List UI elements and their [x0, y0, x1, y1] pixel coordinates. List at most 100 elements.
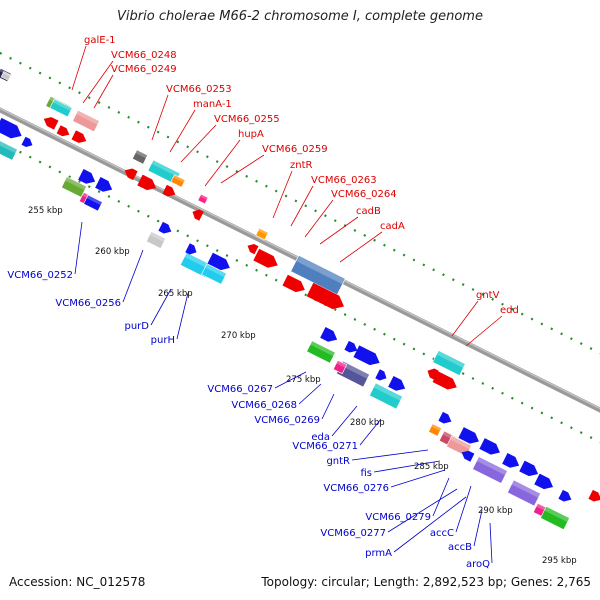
gene-label-fis: fis: [360, 468, 372, 479]
gene-arrow: [588, 489, 600, 502]
gene-label-VCM66_0263: VCM66_0263: [311, 175, 377, 186]
gene-label-accC: accC: [430, 528, 454, 539]
gene-labels: galE-1VCM66_0248VCM66_0249VCM66_0253manA…: [7, 35, 518, 570]
gene-arrow: [320, 327, 338, 342]
gene-box-VCM66_0267: [306, 340, 336, 364]
gene-label-VCM66_0255: VCM66_0255: [214, 114, 280, 125]
gene-arrow: [253, 248, 278, 268]
gene-label-manA-1: manA-1: [193, 99, 232, 110]
gene-label-gntR: gntR: [326, 456, 350, 467]
gene-label-zntR: zntR: [290, 160, 313, 171]
gene-arrow: [124, 168, 138, 181]
gene-label-eda: eda: [311, 432, 330, 443]
tick-label: 270 kbp: [221, 331, 256, 341]
gene-box-cadB: [290, 254, 346, 296]
accession-text: Accession: NC_012578: [9, 575, 146, 589]
leader-line: [473, 509, 483, 547]
gene-arrow: [95, 177, 113, 192]
leader-line: [432, 477, 450, 517]
leader-line: [319, 216, 359, 245]
gene-arrow: [185, 243, 197, 255]
leader-line: [387, 488, 458, 533]
gene-label-purD: purD: [125, 321, 150, 332]
gene-label-VCM66_0279: VCM66_0279: [365, 512, 431, 523]
gene-label-hupA: hupA: [238, 129, 264, 140]
gene-arrow: [461, 450, 475, 462]
leader-line: [321, 393, 335, 420]
leader-line: [151, 94, 169, 141]
gene-arrow: [353, 345, 380, 366]
gene-box-VCM66_0252: [83, 194, 103, 212]
leader-line: [373, 460, 441, 473]
leader-line: [465, 315, 503, 347]
leader-line: [489, 522, 493, 564]
gene-arrow: [388, 376, 406, 391]
tick-label: 265 kbp: [158, 289, 193, 299]
gene-label-VCM66_0269: VCM66_0269: [254, 415, 320, 426]
gene-box: [61, 176, 87, 198]
tick-label: 290 kbp: [478, 506, 513, 516]
gene-arrow: [71, 130, 87, 143]
map-title: Vibrio cholerae M66-2 chromosome I, comp…: [117, 9, 483, 24]
leader-line: [351, 449, 429, 461]
gene-box-zntR: [255, 227, 269, 241]
leader-line: [93, 74, 114, 109]
gene-label-VCM66_0249: VCM66_0249: [111, 64, 177, 75]
leader-line: [451, 300, 479, 337]
gene-box-aroQ: [540, 505, 570, 531]
gene-label-VCM66_0277: VCM66_0277: [320, 528, 386, 539]
gene-box-gntR: [428, 423, 442, 437]
gene-label-cadB: cadB: [356, 206, 381, 217]
leader-line: [274, 371, 307, 389]
label-leader-lines: [71, 45, 503, 564]
leader-line: [74, 221, 83, 275]
leader-line: [122, 249, 144, 303]
gene-arrow: [306, 282, 344, 310]
gene-label-VCM66_0248: VCM66_0248: [111, 50, 177, 61]
gene-arrow: [458, 427, 479, 444]
leader-line: [339, 231, 383, 263]
gene-label-edd: edd: [500, 305, 519, 316]
gene-box-accC: [472, 456, 508, 484]
dotted-guide-lines: [0, 51, 600, 444]
gene-arrow: [479, 438, 500, 455]
gene-arrow: [158, 221, 172, 234]
gene-label-VCM66_0252: VCM66_0252: [7, 270, 73, 281]
gene-arrow: [247, 243, 259, 255]
gene-arrow: [432, 371, 457, 390]
leader-line: [331, 405, 358, 437]
leader-line: [298, 383, 322, 405]
leader-line: [204, 139, 241, 187]
gene-box-accB: [507, 479, 541, 507]
gene-arrow: [502, 453, 520, 468]
gene-box: [170, 174, 186, 188]
gene-label-VCM66_0276: VCM66_0276: [323, 483, 389, 494]
leader-line: [290, 185, 314, 227]
topology-summary: Topology: circular; Length: 2,892,523 bp…: [261, 575, 591, 589]
guide-line: [0, 140, 600, 444]
leader-line: [220, 154, 265, 184]
gene-label-cadA: cadA: [380, 221, 405, 232]
leader-line: [180, 124, 217, 163]
gene-label-VCM66_0259: VCM66_0259: [262, 144, 328, 155]
leader-line: [455, 485, 472, 533]
leader-line: [176, 292, 189, 340]
gene-label-accB: accB: [448, 542, 472, 553]
gene-label-purH: purH: [151, 335, 175, 346]
gene-arrow: [192, 209, 204, 221]
leader-line: [359, 418, 382, 446]
gene-box-VCM66_0253: [131, 149, 149, 165]
gene-arrow: [162, 184, 176, 197]
tick-label: 285 kbp: [414, 462, 449, 472]
gene-arrow: [43, 117, 59, 130]
gene-label-VCM66_0264: VCM66_0264: [331, 189, 397, 200]
gene-arrow: [137, 174, 157, 191]
gene-arrow: [21, 136, 33, 148]
gene-box: [332, 359, 348, 375]
gene-box-gntV: [432, 350, 466, 376]
gene-arrow: [0, 117, 22, 139]
tick-label: 275 kbp: [286, 375, 321, 385]
leader-line: [82, 60, 114, 104]
gene-label-aroQ: aroQ: [466, 559, 490, 570]
